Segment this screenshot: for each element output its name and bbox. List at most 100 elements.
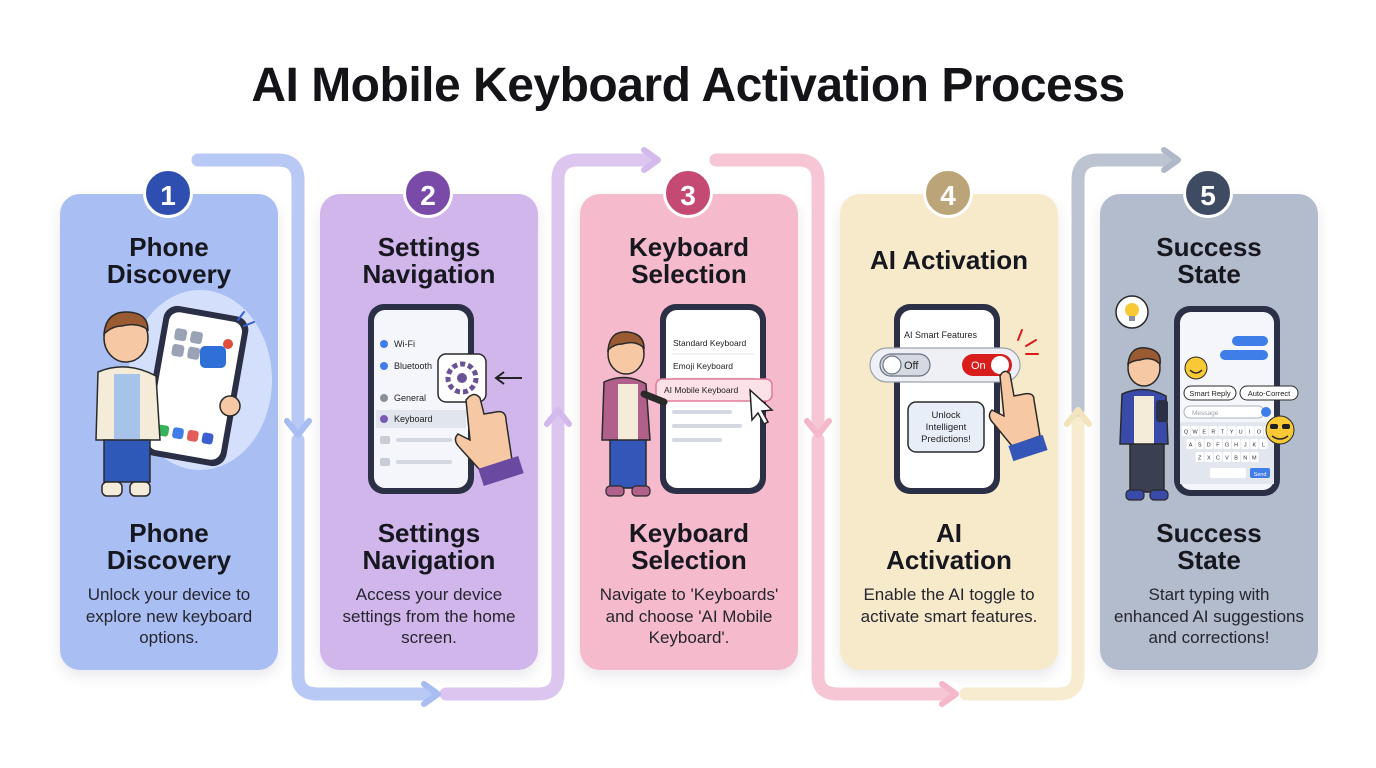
menu-bluetooth: Bluetooth <box>394 361 432 371</box>
step-5-description: Start typing with enhanced AI suggestion… <box>1114 585 1304 647</box>
keyboard-key-label: M <box>1252 456 1257 462</box>
step-1-description: Unlock your device to explore new keyboa… <box>85 585 253 647</box>
keyboard-key-label: B <box>1234 456 1238 462</box>
keyboard-key-label: G <box>1225 443 1229 449</box>
arrowhead-right-3 <box>939 681 959 707</box>
keyboard-key-label: F <box>1216 443 1220 449</box>
arrowhead-down-3 <box>804 418 832 438</box>
keyboard-key <box>1195 452 1204 462</box>
step-4-description: Enable the AI toggle to activate smart f… <box>860 585 1038 626</box>
keyboard-key-label: C <box>1216 456 1220 462</box>
keyboard-key <box>1259 439 1268 449</box>
keyboard-key <box>1200 426 1209 436</box>
keyboard-key <box>1236 426 1245 436</box>
keyboard-key-label: D <box>1207 443 1211 449</box>
keyboard-key-label: A <box>1189 443 1193 449</box>
keyboard-key <box>1191 426 1200 436</box>
step-1-heading: Phone Discovery <box>106 232 232 289</box>
step-5-subheading: Success State <box>1156 518 1262 575</box>
step-2-subheading: Settings Navigation <box>362 518 496 575</box>
keyboard-key-label: I <box>1249 430 1251 436</box>
keyboard-key <box>1213 452 1222 462</box>
keyboard-key-label: K <box>1252 443 1256 449</box>
keyboard-key <box>1222 439 1232 449</box>
arrowhead-up-4 <box>1064 407 1092 427</box>
keyboard-key-label: R <box>1211 430 1215 436</box>
arrowhead-up-2 <box>544 407 572 427</box>
keyboard-key <box>1209 426 1218 436</box>
step-4-subheading: AI Activation <box>886 518 1012 575</box>
keyboard-key <box>1232 452 1241 462</box>
step-5-heading: Success State <box>1156 232 1262 289</box>
step-4-badge: 4 <box>923 168 973 218</box>
keyboard-key <box>1186 439 1195 449</box>
keyboard-key-label: V <box>1225 456 1229 462</box>
step-3-description: Navigate to 'Keyboards' and choose 'AI M… <box>599 585 779 647</box>
keyboard-key <box>1241 452 1250 462</box>
option-emoji-keyboard: Emoji Keyboard <box>673 361 733 371</box>
keyboard-key-label: S <box>1198 443 1202 449</box>
step-4-heading: AI Activation <box>870 245 1028 275</box>
svg-text:Auto-Correct: Auto-Correct <box>1248 389 1291 398</box>
chip-smart-reply <box>1183 385 1237 401</box>
chip-auto-correct <box>1239 385 1299 401</box>
option-ai-mobile-keyboard: AI Mobile Keyboard <box>664 385 738 395</box>
svg-text:Off: Off <box>904 360 919 372</box>
step-5-badge: 5 <box>1183 168 1233 218</box>
keyboard-key-label: H <box>1234 443 1238 449</box>
keyboard-key-label: T <box>1221 430 1225 436</box>
arrowhead-right-2 <box>641 147 661 173</box>
svg-text:Send: Send <box>1254 472 1267 478</box>
phone-discovery-illustration <box>95 290 272 497</box>
keyboard-key-label: E <box>1202 430 1206 436</box>
settings-navigation-illustration: Wi-Fi Bluetooth General Keyboard <box>368 304 524 494</box>
svg-text:Intelligent: Intelligent <box>926 422 967 433</box>
step-2-heading: Settings Navigation <box>362 232 496 289</box>
option-standard-keyboard: Standard Keyboard <box>673 338 747 348</box>
svg-text:Message: Message <box>1192 410 1219 417</box>
keyboard-key <box>1213 439 1222 449</box>
keyboard-key <box>1241 439 1250 449</box>
ai-activation-illustration: AI Smart Features Off On Unlock Intellig… <box>869 304 1048 494</box>
panel-title: AI Smart Features <box>904 330 978 340</box>
keyboard-key <box>1204 439 1213 449</box>
keyboard-selection-illustration: Standard Keyboard Emoji Keyboard AI Mobi… <box>601 304 774 497</box>
svg-text:On: On <box>971 360 986 372</box>
smile-emoji-icon <box>1184 356 1208 380</box>
arrowhead-right-4 <box>1161 147 1181 173</box>
gear-icon <box>445 361 479 395</box>
step-2-badge: 2 <box>403 168 453 218</box>
svg-text:Smart Reply: Smart Reply <box>1189 389 1231 398</box>
keyboard-key <box>1195 439 1204 449</box>
page-title: AI Mobile Keyboard Activation Process <box>251 59 1125 112</box>
svg-text:Unlock: Unlock <box>931 410 960 421</box>
keyboard-key-label: X <box>1207 456 1211 462</box>
menu-wifi: Wi-Fi <box>394 339 415 349</box>
send-key <box>1250 468 1270 478</box>
keyboard-key-label: O <box>1257 430 1262 436</box>
keyboard-key <box>1254 426 1263 436</box>
keyboard-key <box>1245 426 1254 436</box>
sunglasses-emoji-icon <box>1265 415 1295 445</box>
menu-general: General <box>394 393 426 403</box>
keyboard-key-label: W <box>1193 430 1199 436</box>
step-1-subheading: Phone Discovery <box>106 518 232 575</box>
keyboard-key-label: Z <box>1198 456 1202 462</box>
keyboard-key <box>1218 426 1227 436</box>
step-3-subheading: Keyboard Selection <box>629 518 749 575</box>
keyboard-key <box>1227 426 1236 436</box>
keyboard-key-label: Y <box>1230 430 1234 436</box>
keyboard-key-label: Q <box>1184 430 1189 436</box>
step-1-badge: 1 <box>143 168 193 218</box>
step-2-description: Access your device settings from the hom… <box>342 585 516 647</box>
message-app-icon <box>200 346 226 368</box>
keyboard-key-label: J <box>1244 443 1247 449</box>
step-3-badge: 3 <box>663 168 713 218</box>
keyboard-keys: QWERTYUIOPASDFGHJKLZXCVBNM <box>1181 426 1273 462</box>
keyboard-key <box>1222 452 1232 462</box>
keyboard-key-label: U <box>1239 430 1243 436</box>
step-3-heading: Keyboard Selection <box>629 232 749 289</box>
svg-text:Predictions!: Predictions! <box>921 434 971 445</box>
keyboard-key <box>1181 426 1191 436</box>
